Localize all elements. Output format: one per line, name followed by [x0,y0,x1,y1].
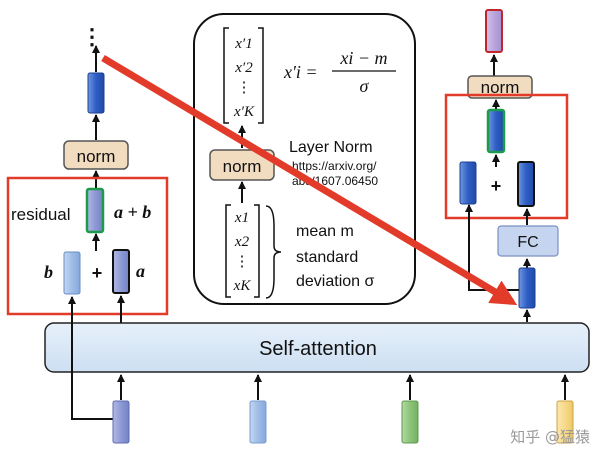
formula-denominator: σ [360,76,370,96]
b-label: b [44,262,53,282]
layer-norm-title: Layer Norm [289,139,373,156]
residual-label: residual [11,205,71,224]
continuation-dots: ⋮ [81,24,103,49]
xprime-bracket-left [223,27,229,124]
x-K: xK [233,278,252,294]
layer-norm-rounded-box [193,13,416,305]
right-fc-output-vector [517,161,535,207]
left-plus: + [92,263,103,283]
right-residual-vector [459,161,477,205]
right-input-vector [518,267,536,309]
xprime-K: x′K [233,104,255,120]
left-output-vector [87,72,105,114]
x-2: x2 [234,234,250,250]
fc-label: FC [517,234,538,251]
x-1: x1 [234,210,249,226]
x-bracket-right [254,204,260,298]
layer-norm-panel: x′1 x′2 ⋮ x′K x′i = xi − m σ norm Layer … [193,13,416,305]
center-norm-label: norm [223,157,262,176]
left-residual-connection [71,298,113,420]
b-vector [63,251,81,295]
left-residual-block: ⋮ norm residual a + b b + a [6,24,169,323]
std-label-1: standard [296,249,358,266]
url-line-1: https://arxiv.org/ [292,159,377,173]
formula-lhs: x′i = [283,62,318,82]
input-vector-1 [112,400,130,444]
right-block: norm + FC [444,9,569,322]
right-sum-vector [486,108,506,154]
a-label: a [136,261,145,281]
xprime-2: x′2 [234,60,253,76]
x-dots: ⋮ [235,254,250,270]
final-output-vector [485,9,503,53]
x-curly-brace [265,205,282,299]
fc-box [497,225,559,257]
formula-numerator: xi − m [339,48,387,68]
right-norm-box [467,75,533,99]
xprime-1: x′1 [234,36,252,52]
residual-red-box [6,176,169,316]
center-norm-box [209,149,275,181]
mean-label: mean m [296,223,354,240]
residual-sum-vector [85,187,105,234]
self-attention-bar [44,322,590,373]
input-vectors [71,298,574,444]
red-flow-arrow [101,54,518,306]
input-vector-2 [249,400,267,444]
input-vector-3 [401,400,419,444]
xprime-dots: ⋮ [237,80,252,96]
watermark: 知乎 @猛猿 [510,428,590,446]
left-norm-label: norm [77,147,116,166]
std-label-2: deviation σ [296,273,374,290]
self-attention-block: Self-attention [44,322,590,373]
a-vector [112,249,130,294]
input-vector-4 [556,400,574,444]
right-plus: + [491,176,502,196]
left-norm-box [63,140,129,170]
sum-label: a + b [114,202,151,222]
self-attention-label: Self-attention [259,338,377,360]
right-norm-label: norm [481,78,520,97]
right-red-box [444,93,569,220]
xprime-bracket-right [258,27,264,124]
x-bracket-left [225,204,231,298]
